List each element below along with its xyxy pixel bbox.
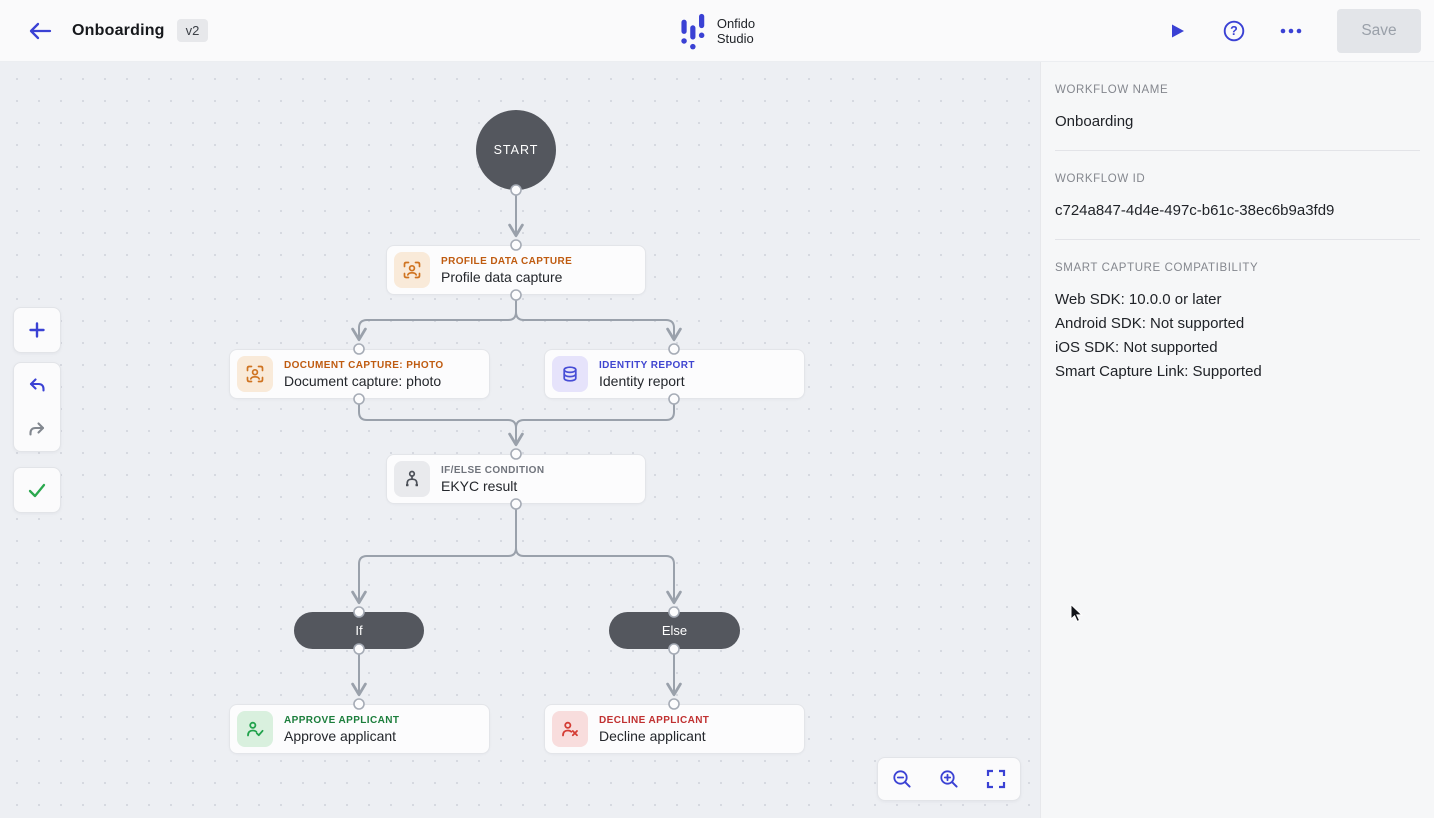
- version-badge: v2: [176, 19, 209, 42]
- if-label: If: [355, 623, 363, 638]
- back-arrow-icon: [29, 22, 52, 39]
- node-type-label: IF/ELSE CONDITION: [441, 464, 545, 476]
- brand-line2: Studio: [716, 31, 754, 46]
- node-title: Profile data capture: [441, 268, 563, 285]
- person-check-icon: [237, 711, 273, 747]
- save-button[interactable]: Save: [1337, 9, 1421, 53]
- else-label: Else: [661, 623, 688, 638]
- branch-icon: [394, 461, 430, 497]
- person-scan-icon: [237, 356, 273, 392]
- node-title: Identity report: [599, 372, 685, 389]
- node-title: EKYC result: [441, 477, 518, 494]
- zoom-in-icon: [940, 770, 958, 788]
- person-scan-icon: [394, 252, 430, 288]
- node-type-label: PROFILE DATA CAPTURE: [441, 255, 573, 267]
- node-identity-report[interactable]: IDENTITY REPORT Identity report: [544, 349, 805, 399]
- node-title: Document capture: photo: [284, 372, 442, 389]
- brand: Onfido Studio: [679, 0, 755, 62]
- workflow-name-value: Onboarding: [1055, 113, 1134, 130]
- workflow-id-label: WORKFLOW ID: [1055, 173, 1146, 185]
- zoom-out-icon: [893, 770, 911, 788]
- start-node[interactable]: START: [476, 110, 556, 190]
- zoom-out-button[interactable]: [880, 758, 924, 800]
- node-document-capture-photo[interactable]: DOCUMENT CAPTURE: PHOTO Document capture…: [229, 349, 490, 399]
- workflow-name-label: WORKFLOW NAME: [1055, 84, 1169, 96]
- panel-divider: [1055, 150, 1420, 151]
- compat-ios-sdk: iOS SDK: Not supported: [1055, 339, 1218, 356]
- branch-else-pill[interactable]: Else: [609, 612, 740, 649]
- workflow-canvas[interactable]: START PROFILE DATA CAPTURE Profile data …: [0, 62, 1040, 818]
- node-approve-applicant[interactable]: APPROVE APPLICANT Approve applicant: [229, 704, 490, 754]
- svg-text:?: ?: [1230, 24, 1238, 38]
- node-type-label: APPROVE APPLICANT: [284, 714, 400, 726]
- add-node-card: [13, 307, 61, 353]
- help-button[interactable]: ?: [1221, 18, 1247, 44]
- start-label: START: [493, 143, 539, 157]
- compat-smart-capture-link: Smart Capture Link: Supported: [1055, 363, 1262, 380]
- workflow-title: Onboarding: [72, 21, 165, 39]
- undo-button[interactable]: [14, 363, 60, 407]
- top-bar: Onboarding v2 Onfido Studio ?: [0, 0, 1434, 62]
- compat-web-sdk: Web SDK: 10.0.0 or later: [1055, 291, 1222, 308]
- run-workflow-button[interactable]: [1164, 18, 1190, 44]
- node-type-label: IDENTITY REPORT: [599, 359, 695, 371]
- back-button[interactable]: [26, 17, 54, 45]
- panel-divider: [1055, 239, 1420, 240]
- validate-card: [13, 467, 61, 513]
- more-options-button[interactable]: [1278, 18, 1304, 44]
- person-x-icon: [552, 711, 588, 747]
- compat-android-sdk: Android SDK: Not supported: [1055, 315, 1245, 332]
- properties-panel: WORKFLOW NAME Onboarding WORKFLOW ID c72…: [1040, 62, 1434, 818]
- node-title: Decline applicant: [599, 727, 706, 744]
- redo-icon: [29, 421, 45, 436]
- history-card: [13, 362, 61, 452]
- workflow-id-value: c724a847-4d4e-497c-b61c-38ec6b9a3fd9: [1055, 202, 1335, 219]
- node-type-label: DECLINE APPLICANT: [599, 714, 710, 726]
- fit-view-icon: [987, 769, 1006, 789]
- checkmark-icon: [28, 483, 46, 498]
- node-decline-applicant[interactable]: DECLINE APPLICANT Decline applicant: [544, 704, 805, 754]
- zoom-in-button[interactable]: [927, 758, 971, 800]
- play-icon: [1171, 24, 1184, 38]
- ellipsis-icon: [1280, 28, 1302, 34]
- onfido-logo-icon: [681, 13, 705, 50]
- zoom-controls: [877, 757, 1021, 801]
- compatibility-label: SMART CAPTURE COMPATIBILITY: [1055, 262, 1259, 274]
- node-title: Approve applicant: [284, 727, 397, 744]
- add-node-button[interactable]: [14, 308, 60, 352]
- database-icon: [552, 356, 588, 392]
- node-type-label: DOCUMENT CAPTURE: PHOTO: [284, 359, 444, 371]
- fit-view-button[interactable]: [974, 758, 1018, 800]
- node-ekyc-result[interactable]: IF/ELSE CONDITION EKYC result: [386, 454, 646, 504]
- plus-icon: [29, 322, 45, 338]
- undo-icon: [29, 377, 45, 392]
- redo-button[interactable]: [14, 407, 60, 451]
- branch-if-pill[interactable]: If: [294, 612, 424, 649]
- brand-line1: Onfido: [716, 16, 756, 31]
- validate-workflow-button[interactable]: [14, 468, 60, 512]
- help-icon: ?: [1223, 20, 1245, 42]
- node-profile-data-capture[interactable]: PROFILE DATA CAPTURE Profile data captur…: [386, 245, 646, 295]
